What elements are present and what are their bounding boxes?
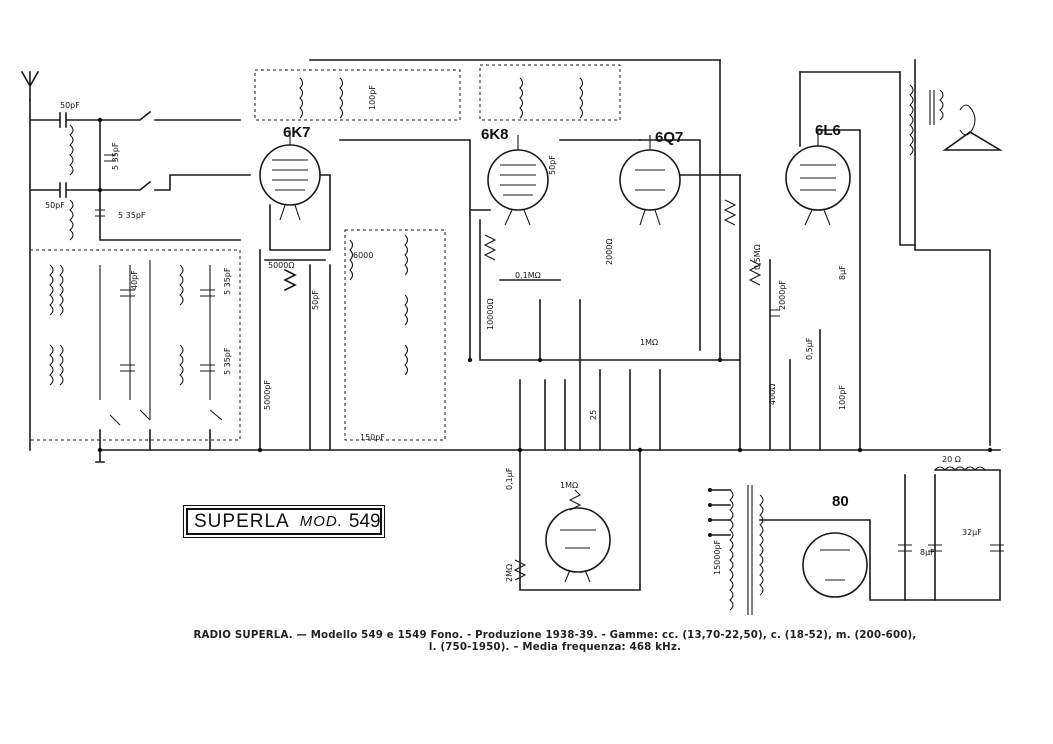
label-c-32uf: 32µF <box>962 528 982 537</box>
label-r-400: 400Ω <box>768 384 777 405</box>
label-c-50pf-b: 50pF <box>45 201 65 210</box>
label-r-5000: 5000Ω <box>268 261 294 270</box>
model-prefix: MOD. <box>299 513 343 530</box>
output-stage <box>909 84 1003 156</box>
label-c-50pf-d: 50pF <box>311 290 320 310</box>
tube-label-6k7: 6K7 <box>283 124 311 141</box>
label-c-50pf-a: 50pF <box>60 101 80 110</box>
model-number: 549 <box>348 510 381 532</box>
tube-label-6l6: 6L6 <box>815 122 841 139</box>
label-c-150pf: 150pF <box>360 433 385 442</box>
caption-line-2: l. (750-1950). – Media frequenza: 468 kH… <box>428 642 682 653</box>
power-supply <box>708 466 1004 615</box>
label-c-2000pf: 2000pF <box>778 280 787 310</box>
tube-lower-audio <box>513 449 641 591</box>
if-switch-section <box>259 174 821 451</box>
label-r-2m: 2MΩ <box>505 564 514 582</box>
tube-label-6k8: 6K8 <box>481 126 509 143</box>
label-c-535pf-c: 5 35pF <box>223 267 232 295</box>
label-c-8uf-b: 8µF <box>920 548 935 557</box>
label-c-6000: 6000 <box>353 251 373 260</box>
hv-rail <box>309 59 991 446</box>
tube-label-80: 80 <box>832 493 849 510</box>
label-r-1m-b: 1MΩ <box>560 481 578 490</box>
label-c-15000pf: 15000pF <box>713 539 722 575</box>
tube-6q7 <box>619 135 741 351</box>
label-c-01uf: 0,1µF <box>505 467 514 490</box>
label-r-10000: 10000Ω <box>486 298 495 330</box>
tube-6k7 <box>254 69 471 361</box>
label-r-2000: 2000Ω <box>605 239 614 265</box>
label-r-1m: 1MΩ <box>640 338 658 347</box>
junction-dots <box>97 117 993 453</box>
caption-line-1: RADIO SUPERLA. — Modello 549 e 1549 Fono… <box>193 630 917 641</box>
label-c-25uf: 25 <box>589 410 598 420</box>
label-c-100pf: 100pF <box>368 85 377 110</box>
tube-6k8 <box>469 64 641 226</box>
rf-input-section <box>29 110 251 451</box>
schematic-caption: RADIO SUPERLA. — Modello 549 e 1549 Fono… <box>100 630 1010 654</box>
label-c-8uf-a: 8µF <box>838 265 847 280</box>
label-choke-20: 20 Ω <box>942 455 961 464</box>
label-r-05m: 0,5MΩ <box>753 244 762 270</box>
label-c-535pf-b: 5 35pF <box>118 211 146 220</box>
brand-name: SUPERLA <box>194 510 290 532</box>
label-c-05uf: 0,5µF <box>805 337 814 360</box>
model-title-plate: SUPERLA MOD. 549 <box>186 508 382 535</box>
label-c-5000pf: 5000pF <box>263 380 272 410</box>
label-c-100pf-b: 100pF <box>838 385 847 410</box>
tube-6l6 <box>785 71 861 451</box>
tube-label-6q7: 6Q7 <box>655 129 683 146</box>
label-c-40pf: 40pF <box>130 270 139 290</box>
label-c-50pf-f: 50pF <box>548 155 557 175</box>
label-c-535pf-a: 5 35pF <box>111 142 120 170</box>
label-r-01m: 0,1MΩ <box>515 271 541 280</box>
component-labels: 50pF 50pF 5 35pF 5 35pF 40pF 5 35pF 5 35… <box>45 85 982 582</box>
label-c-535pf-d: 5 35pF <box>223 347 232 375</box>
ground-bus <box>95 449 1001 463</box>
